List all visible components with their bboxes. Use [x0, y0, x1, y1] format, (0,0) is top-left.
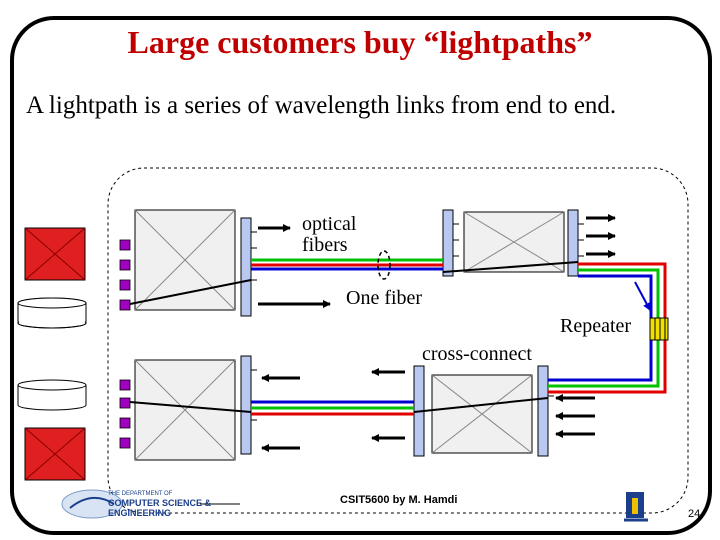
logo-line-3: ENGINEERING: [108, 508, 172, 518]
slide-frame: [10, 16, 712, 535]
slide-subtitle: A lightpath is a series of wavelength li…: [26, 92, 617, 119]
department-logo-icon: [61, 489, 123, 519]
label-repeater: Repeater: [560, 315, 632, 337]
logo-line-1: THE DEPARTMENT OF: [108, 491, 173, 497]
hkust-logo-icon: [624, 492, 648, 522]
label-optical: optical: [302, 213, 357, 235]
slide-title: Large customers buy “lightpaths”: [127, 24, 593, 60]
ports-bottom-left: [119, 379, 131, 449]
network-boundary: [107, 167, 689, 514]
disk-icon-bottom: [17, 379, 87, 411]
fiber-bottom-span: [251, 400, 414, 416]
ports-top-left: [119, 239, 131, 311]
router-icon-bottom: [24, 427, 86, 481]
one-fiber-oval: [377, 250, 391, 280]
link-arrows: [258, 214, 616, 452]
router-icon-top: [24, 227, 86, 281]
cross-connect-paths: [129, 261, 579, 413]
label-cross-connect: cross-connect: [422, 343, 532, 365]
repeater-icon: [649, 317, 669, 341]
fiber-blue-arrow: [634, 281, 651, 311]
switch-top-right: [442, 209, 579, 277]
disk-icon-top: [17, 297, 87, 329]
switch-bottom-left: [134, 355, 252, 461]
label-one-fiber: One fiber: [346, 287, 423, 309]
logo-line-2: COMPUTER SCIENCE &: [108, 498, 212, 508]
label-fibers: fibers: [302, 234, 348, 256]
switch-bottom-right: [413, 365, 549, 457]
footer-course: CSIT5600 by M. Hamdi: [340, 494, 458, 506]
page-number: 24: [688, 508, 701, 520]
fiber-top-span: [251, 258, 443, 271]
